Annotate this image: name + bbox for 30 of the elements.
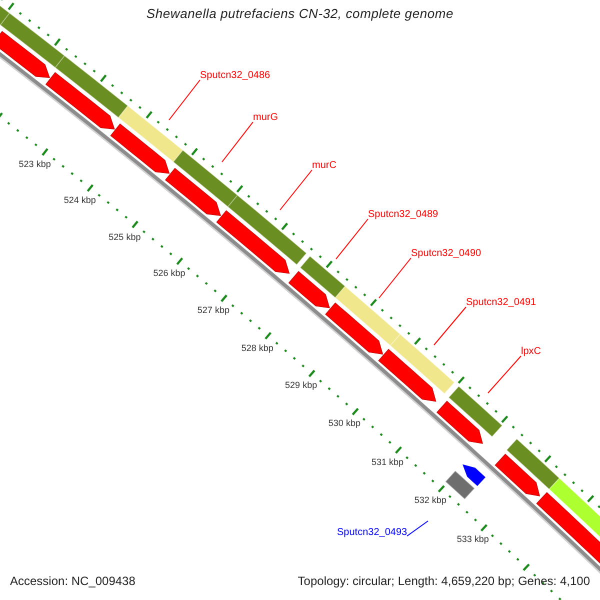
gene-label: Sputcn32_0491 [466, 298, 536, 308]
leader-line [222, 122, 254, 162]
gene-label: Sputcn32_0486 [200, 71, 270, 81]
scale-label: 531 kbp [372, 458, 404, 467]
title: Shewanella putrefaciens CN-32, complete genome [145, 7, 455, 20]
scale-label: 526 kbp [153, 269, 186, 278]
accession-text: Accession: NC_009438 [10, 575, 136, 587]
scale-label: 527 kbp [197, 306, 230, 316]
gene-label: Sputcn32_0490 [411, 249, 482, 259]
scale-label: 528 kbp [241, 344, 274, 353]
scale-label: 530 kbp [328, 419, 360, 428]
genome-summary-text: Topology: circular; Length: 4,659,220 bp; Genes: 4,100 [298, 575, 590, 587]
scale-label: 529 kbp [285, 381, 318, 390]
gene-label: murC [312, 161, 336, 171]
scale-label: 532 kbp [414, 496, 446, 506]
gene-label: murG [253, 113, 278, 123]
scale-label: 525 kbp [108, 232, 141, 242]
scale-label: 524 kbp [64, 196, 96, 206]
gene-label: Sputcn32_0493 [337, 528, 408, 538]
gene-label: lpxC [521, 347, 542, 357]
leader-line [434, 306, 466, 346]
leader-line [488, 356, 522, 394]
gene-label: Sputcn32_0489 [368, 210, 438, 220]
leader-line [378, 258, 412, 298]
leader-line [280, 170, 312, 210]
leader-line [336, 218, 368, 260]
scale-label: 533 kbp [456, 535, 489, 544]
scale-label: 523 kbp [18, 160, 51, 170]
leader-line [168, 80, 200, 120]
leader-line [406, 520, 428, 536]
